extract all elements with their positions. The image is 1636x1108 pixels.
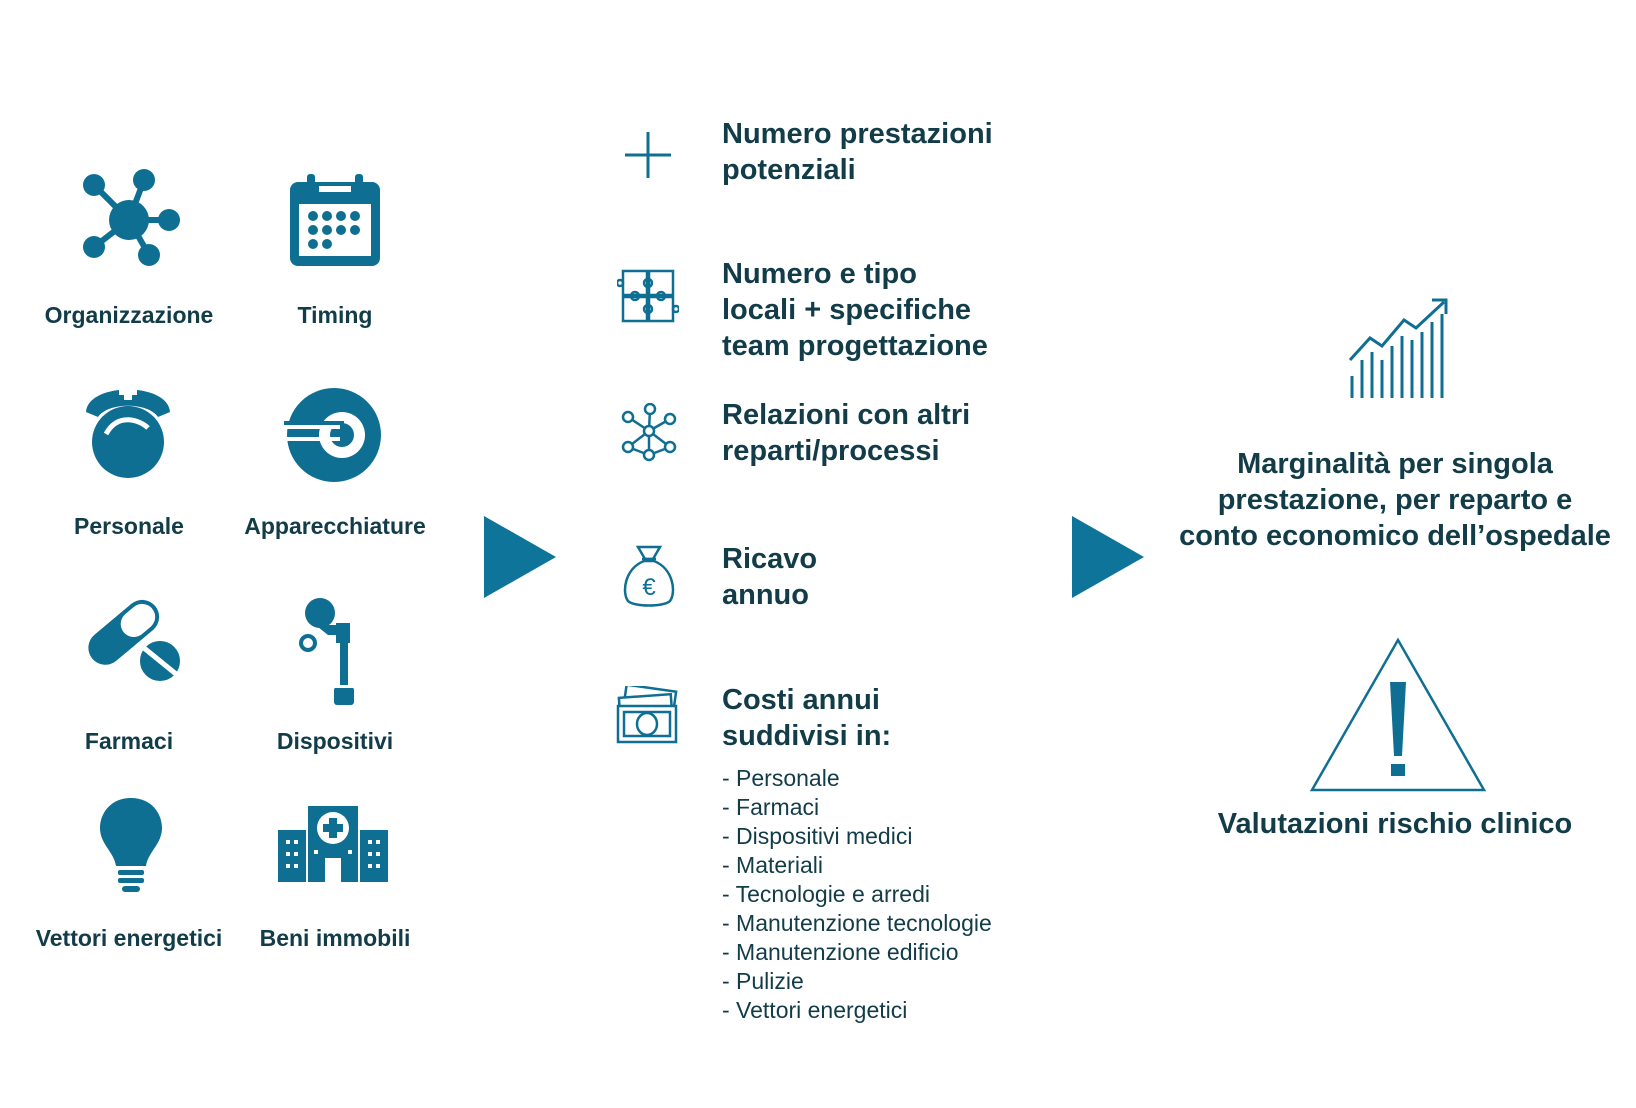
calendar-icon (290, 174, 380, 266)
network-icon (83, 169, 180, 266)
input-label-timing: Timing (297, 302, 373, 328)
middle-item-4: Ricavo annuo (722, 543, 818, 611)
puzzle-icon (617, 269, 679, 323)
cost-item: - Manutenzione tecnologie (722, 910, 992, 936)
output-rischio-clinico: Valutazioni rischio clinico (1217, 808, 1573, 840)
output-marginalita: Marginalità per singola prestazione, per… (1179, 448, 1611, 552)
cost-item: - Vettori energetici (722, 997, 908, 1023)
nurse-icon (86, 382, 170, 478)
hospital-icon (278, 806, 388, 882)
cost-item: - Dispositivi medici (722, 823, 913, 849)
flow-arrow-2 (1072, 516, 1144, 598)
warning-triangle-icon (1309, 637, 1487, 792)
mri-scanner-icon (284, 388, 381, 482)
cost-item: - Manutenzione edificio (722, 939, 959, 965)
input-label-vettori-energetici: Vettori energetici (35, 925, 223, 951)
input-label-dispositivi: Dispositivi (276, 728, 394, 754)
pills-icon (88, 599, 184, 685)
cash-stack-icon (616, 686, 678, 744)
cost-item: - Pulizie (722, 968, 804, 994)
middle-item-5: Costi annui suddivisi in: (722, 684, 892, 752)
euro-sign: € (642, 574, 656, 601)
input-label-organizzazione: Organizzazione (44, 302, 214, 328)
plus-icon (625, 132, 671, 178)
growth-chart-icon (1348, 298, 1448, 398)
cost-item: - Farmaci (722, 794, 820, 820)
process-nodes-icon (621, 403, 677, 462)
cost-item: - Tecnologie e arredi (722, 881, 930, 907)
input-label-beni-immobili: Beni immobili (259, 925, 411, 951)
cost-breakdown-list: - Personale - Farmaci - Dispositivi medi… (722, 764, 992, 1025)
prosthesis-icon (299, 598, 354, 705)
cost-item: - Personale (722, 765, 840, 791)
input-label-apparecchiature: Apparecchiature (244, 513, 426, 539)
lightbulb-icon (100, 798, 162, 892)
cost-item: - Materiali (722, 852, 823, 878)
middle-item-2: Numero e tipo locali + specifiche team p… (722, 258, 988, 362)
input-label-farmaci: Farmaci (84, 728, 174, 754)
middle-item-3: Relazioni con altri reparti/processi (722, 399, 971, 467)
money-bag-euro-icon: € (623, 545, 675, 607)
middle-item-1: Numero prestazioni potenziali (722, 118, 993, 186)
flow-arrow-1 (484, 516, 556, 598)
input-label-personale: Personale (74, 513, 184, 539)
